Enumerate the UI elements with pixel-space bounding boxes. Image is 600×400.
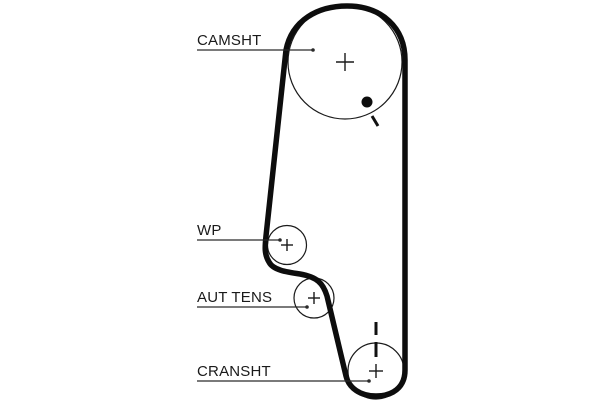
timing-belt xyxy=(262,3,408,399)
camshaft-pulley xyxy=(287,4,403,127)
camshaft-callout: CAMSHT xyxy=(197,32,315,52)
crankshaft-label: CRANSHT xyxy=(197,363,271,380)
camshaft-label: CAMSHT xyxy=(197,32,262,49)
camshaft-timing-mark xyxy=(370,115,380,127)
water-pump-pulley xyxy=(266,224,308,266)
crankshaft-callout: CRANSHT xyxy=(197,363,371,383)
water-pump-callout: WP xyxy=(197,222,282,242)
camshaft-timing-dot xyxy=(361,96,373,108)
water-pump-label: WP xyxy=(197,222,222,239)
tensioner-label: AUT TENS xyxy=(197,289,272,306)
crankshaft-pulley xyxy=(347,322,405,400)
tensioner-callout: AUT TENS xyxy=(197,289,309,309)
